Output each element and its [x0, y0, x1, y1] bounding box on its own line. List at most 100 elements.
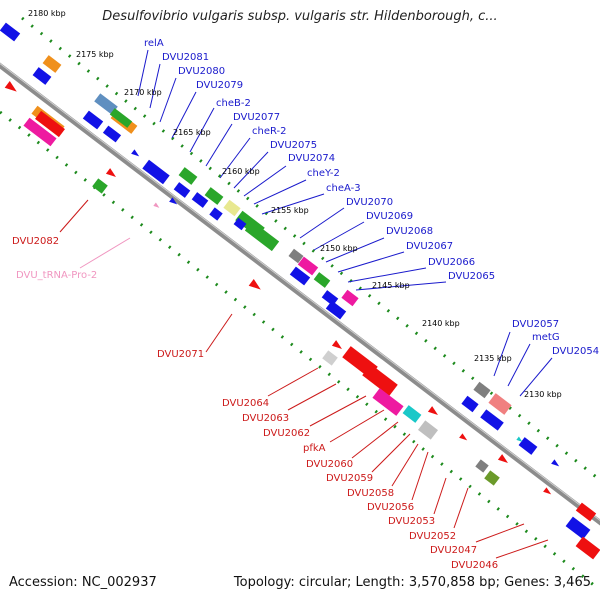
gene-label-reverse[interactable]: DVU2052: [409, 531, 456, 542]
gene-label-reverse[interactable]: DVU2047: [430, 545, 477, 556]
gene-label-forward[interactable]: DVU2075: [270, 140, 317, 151]
gene-block[interactable]: [341, 289, 359, 307]
gene-block[interactable]: [288, 248, 304, 264]
kbp-tick: 2145 kbp: [372, 281, 410, 290]
gene-label-forward[interactable]: relA: [144, 38, 164, 49]
gene-arrow[interactable]: [169, 197, 179, 206]
gene-label-forward[interactable]: DVU2079: [196, 80, 243, 91]
gene-label-forward[interactable]: DVU2069: [366, 211, 413, 222]
label-leader-line: [475, 523, 525, 543]
gene-label-forward[interactable]: DVU2066: [428, 257, 475, 268]
gene-label-reverse[interactable]: DVU2071: [157, 349, 204, 360]
gene-label-reverse[interactable]: DVU2060: [306, 459, 353, 470]
gene-block[interactable]: [484, 470, 500, 486]
gene-arrow[interactable]: [331, 340, 344, 352]
gene-block[interactable]: [372, 388, 404, 416]
gene-block[interactable]: [204, 187, 224, 205]
gene-block[interactable]: [191, 192, 209, 208]
kbp-tick: 2130 kbp: [524, 390, 562, 399]
gene-arrow[interactable]: [543, 487, 553, 496]
gene-block[interactable]: [461, 395, 479, 413]
gene-label-forward[interactable]: DVU2077: [233, 112, 280, 123]
gene-block[interactable]: [23, 117, 57, 147]
gene-label-reverse[interactable]: DVU2058: [347, 488, 394, 499]
gene-block[interactable]: [325, 300, 347, 320]
gene-label-forward[interactable]: DVU2057: [512, 319, 559, 330]
label-leader-line: [329, 409, 385, 443]
gene-block[interactable]: [35, 110, 65, 138]
label-leader-line: [433, 477, 447, 515]
gene-label-forward[interactable]: cheY-2: [307, 168, 340, 179]
label-leader-line: [371, 433, 411, 473]
gene-label-forward[interactable]: DVU2067: [406, 241, 453, 252]
genome-backbone-highlight: [0, 62, 600, 522]
gene-arrow[interactable]: [105, 168, 118, 180]
gene-label-reverse[interactable]: DVU2053: [388, 516, 435, 527]
gene-block[interactable]: [488, 393, 512, 415]
gene-block[interactable]: [178, 167, 198, 185]
gene-block[interactable]: [32, 67, 52, 85]
gene-label-reverse[interactable]: DVU2062: [263, 428, 310, 439]
gene-block[interactable]: [289, 266, 311, 286]
gene-label-reverse[interactable]: DVU2046: [451, 560, 498, 571]
gene-arrow[interactable]: [516, 436, 523, 444]
gene-label-reverse[interactable]: DVU2064: [222, 398, 269, 409]
gene-label-reverse[interactable]: DVU2056: [367, 502, 414, 513]
gene-arrow[interactable]: [131, 149, 141, 158]
gene-label-forward[interactable]: metG: [532, 332, 560, 343]
gene-label-reverse[interactable]: pfkA: [303, 443, 326, 454]
gene-block[interactable]: [102, 125, 122, 143]
gene-arrow[interactable]: [427, 406, 440, 418]
gene-block[interactable]: [42, 55, 62, 73]
gene-label-forward[interactable]: cheB-2: [216, 98, 251, 109]
gene-label-forward[interactable]: DVU2081: [162, 52, 209, 63]
gene-label-forward[interactable]: DVU2070: [346, 197, 393, 208]
gene-label-forward[interactable]: cheR-2: [252, 126, 287, 137]
gene-label-reverse[interactable]: DVU2059: [326, 473, 373, 484]
gene-label-reverse[interactable]: DVU2063: [242, 413, 289, 424]
gene-arrow[interactable]: [248, 279, 264, 293]
gene-block[interactable]: [475, 459, 489, 473]
gene-block[interactable]: [575, 536, 600, 560]
gene-block[interactable]: [321, 290, 339, 306]
gene-label-forward[interactable]: DVU2074: [288, 153, 335, 164]
gene-block[interactable]: [223, 199, 241, 217]
gene-arrow[interactable]: [497, 454, 510, 466]
gene-label-forward[interactable]: DVU2065: [448, 271, 495, 282]
label-leader-line: [189, 107, 215, 153]
gene-arrow[interactable]: [153, 202, 160, 210]
gene-arrow[interactable]: [551, 459, 561, 468]
gene-block[interactable]: [565, 516, 591, 540]
gene-label-forward[interactable]: DVU2054: [552, 346, 599, 357]
label-leader-line: [233, 151, 269, 189]
gene-arrow[interactable]: [4, 81, 20, 95]
gene-block[interactable]: [92, 178, 108, 194]
gene-block[interactable]: [82, 110, 104, 130]
gene-block[interactable]: [94, 93, 118, 115]
gene-block[interactable]: [244, 220, 280, 252]
gene-label-trna[interactable]: DVU_tRNA-Pro-2: [16, 270, 97, 281]
gene-block[interactable]: [362, 364, 398, 396]
gene-block[interactable]: [233, 217, 247, 231]
gene-label-forward[interactable]: DVU2068: [386, 226, 433, 237]
gene-block[interactable]: [518, 437, 538, 455]
gene-arrow[interactable]: [459, 433, 469, 442]
gene-block[interactable]: [402, 405, 422, 423]
gene-label-forward[interactable]: cheA-3: [326, 183, 361, 194]
gene-label-reverse[interactable]: DVU2082: [12, 236, 59, 247]
gene-block[interactable]: [297, 256, 319, 276]
gene-block[interactable]: [142, 159, 170, 185]
gene-block[interactable]: [473, 381, 491, 399]
kbp-tick: 2160 kbp: [222, 167, 260, 176]
gene-block[interactable]: [480, 409, 504, 431]
gene-block[interactable]: [0, 22, 21, 42]
label-leader-line: [243, 165, 287, 197]
gene-block[interactable]: [322, 350, 338, 366]
gene-block[interactable]: [313, 272, 331, 288]
gene-block[interactable]: [109, 108, 133, 128]
gene-block[interactable]: [173, 182, 191, 198]
gene-block[interactable]: [418, 420, 438, 440]
gene-label-forward[interactable]: DVU2080: [178, 66, 225, 77]
gene-block[interactable]: [575, 502, 597, 522]
gene-block[interactable]: [209, 207, 223, 221]
